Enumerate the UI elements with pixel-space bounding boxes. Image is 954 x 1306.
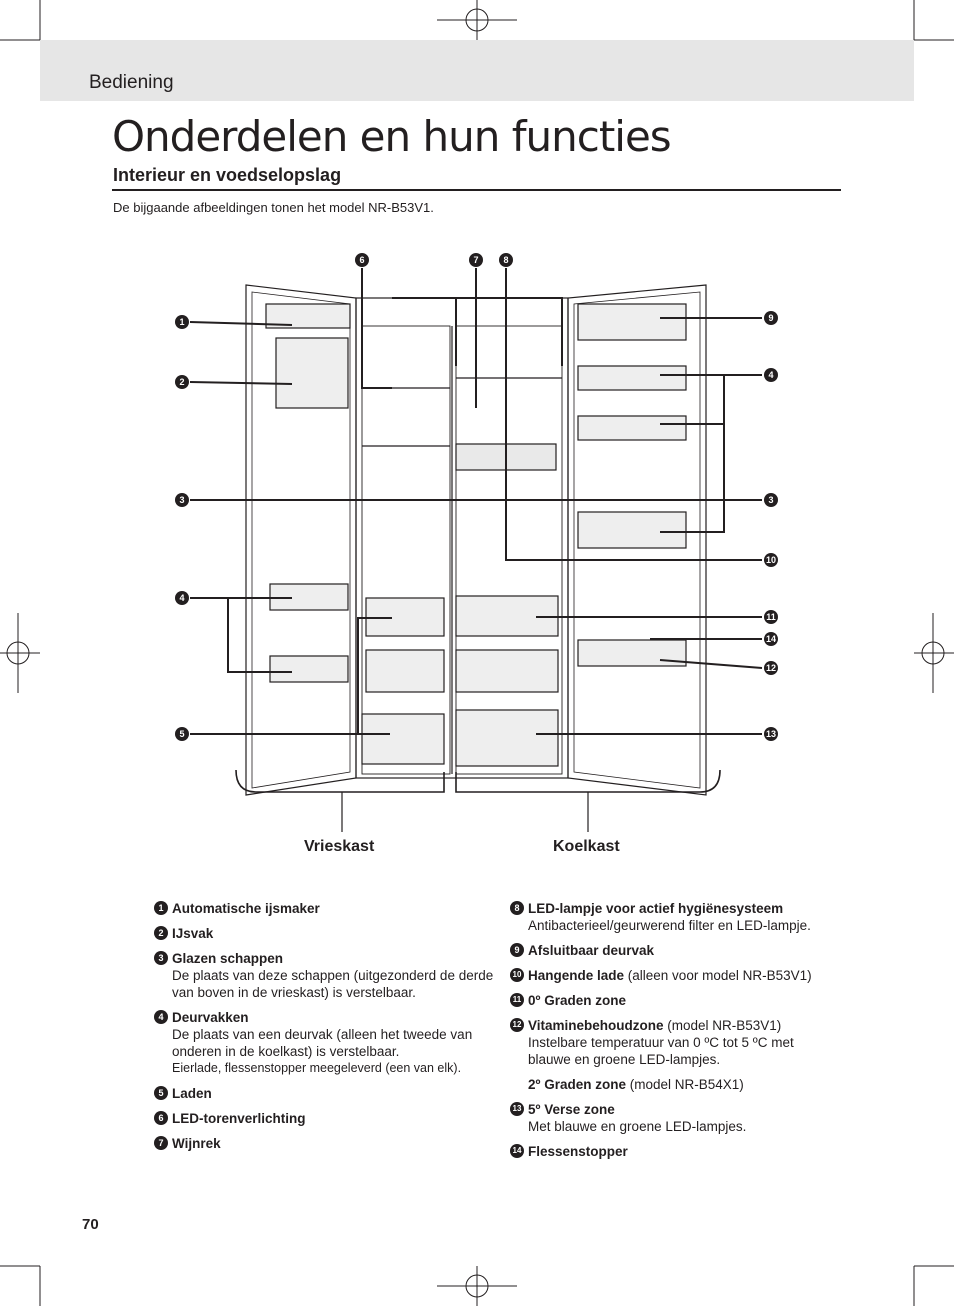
legend-item-12b: 2º Graden zone (model NR-B54X1) [528, 1077, 744, 1092]
callout-9: 9 [764, 311, 778, 325]
item-number-badge: 5 [154, 1086, 168, 1100]
svg-text:7: 7 [473, 255, 478, 265]
svg-text:12: 12 [766, 663, 776, 673]
header-band [40, 40, 914, 101]
svg-text:13: 13 [766, 729, 776, 739]
svg-text:3: 3 [768, 495, 773, 505]
callout-6: 6 [355, 253, 369, 267]
item-number-badge: 13 [510, 1102, 524, 1116]
callout-11: 11 [764, 610, 778, 624]
svg-text:1: 1 [179, 317, 184, 327]
item-number-badge: 3 [154, 951, 168, 965]
section-label: Bediening [89, 72, 174, 93]
svg-text:8: 8 [503, 255, 508, 265]
item-number-badge: 2 [154, 926, 168, 940]
callout-14: 14 [764, 632, 778, 646]
divider [112, 189, 841, 191]
svg-text:14: 14 [766, 634, 776, 644]
item-number-badge: 10 [510, 968, 524, 982]
callout-8: 8 [499, 253, 513, 267]
item-number-badge: 6 [154, 1111, 168, 1125]
callout-5: 5 [175, 727, 189, 741]
svg-text:5: 5 [179, 729, 184, 739]
item-number-badge: 7 [154, 1136, 168, 1150]
callout-3-right: 3 [764, 493, 778, 507]
svg-text:6: 6 [359, 255, 364, 265]
svg-text:11: 11 [766, 612, 776, 622]
item-number-badge: 8 [510, 901, 524, 915]
callout-7: 7 [469, 253, 483, 267]
item-number-badge: 9 [510, 943, 524, 957]
page-number: 70 [82, 1216, 99, 1233]
callout-4-right: 4 [764, 368, 778, 382]
freezer-label: Vrieskast [304, 838, 375, 855]
callout-1: 1 [175, 315, 189, 329]
item-number-badge: 1 [154, 901, 168, 915]
item-number-badge: 14 [510, 1144, 524, 1158]
svg-text:4: 4 [179, 593, 184, 603]
fridge-label: Koelkast [553, 838, 620, 855]
page-title: Onderdelen en hun functies [112, 112, 672, 161]
item-number-badge: 12 [510, 1018, 524, 1032]
svg-text:2: 2 [179, 377, 184, 387]
callout-4-left: 4 [175, 591, 189, 605]
item-number-badge: 11 [510, 993, 524, 1007]
svg-text:9: 9 [768, 313, 773, 323]
callout-2: 2 [175, 375, 189, 389]
callout-3-left: 3 [175, 493, 189, 507]
callout-12: 12 [764, 661, 778, 675]
callout-13: 13 [764, 727, 778, 741]
item-number-badge: 4 [154, 1010, 168, 1024]
section-subtitle: Interieur en voedselopslag [113, 165, 342, 185]
intro-text: De bijgaande afbeeldingen tonen het mode… [113, 200, 434, 215]
svg-text:3: 3 [179, 495, 184, 505]
svg-text:10: 10 [766, 555, 776, 565]
svg-text:4: 4 [768, 370, 773, 380]
callout-10: 10 [764, 553, 778, 567]
